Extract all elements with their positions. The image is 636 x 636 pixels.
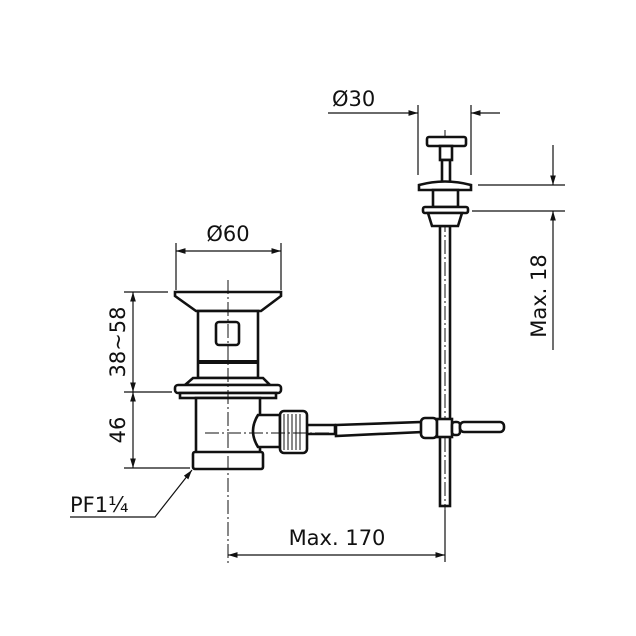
drain-cap [173,290,283,313]
lower-height-label: 46 [106,417,130,444]
upper-height-label: 38~58 [106,306,130,377]
reach-label: Max. 170 [289,526,386,550]
linkage-rod [334,420,424,438]
pushrod-height-label: Max. 18 [527,254,551,338]
flange-diameter-label: Ø60 [206,222,249,246]
pushrod-knob [425,135,468,148]
pushrod-diameter-label: Ø30 [332,87,375,111]
linkage-handle [458,420,506,434]
dimension-lines [70,105,565,562]
drain-body [173,280,330,565]
pushrod-flange [417,180,473,192]
thread-label: PF1¼ [70,493,128,517]
clamp [419,416,439,440]
popup-rod-assembly [305,130,506,520]
side-outlet [251,413,282,449]
